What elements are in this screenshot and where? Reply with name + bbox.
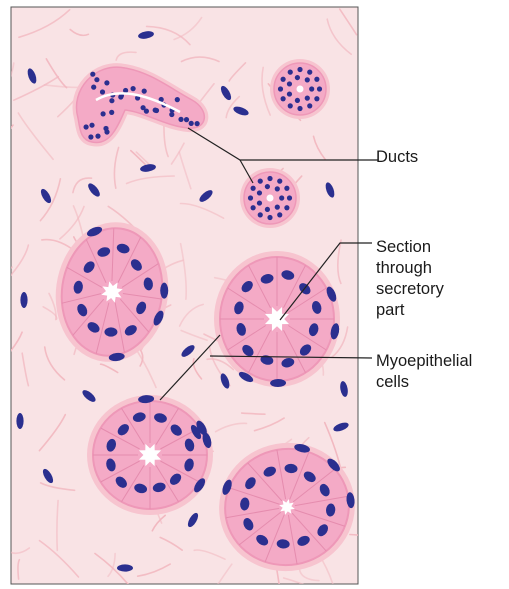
nucleus xyxy=(288,103,293,108)
nucleus xyxy=(265,184,270,189)
stromal-nucleus xyxy=(16,413,23,429)
nucleus xyxy=(288,70,293,75)
nucleus xyxy=(307,70,312,75)
nucleus xyxy=(189,121,194,126)
nucleus xyxy=(287,81,292,86)
nucleus xyxy=(284,205,289,210)
nucleus xyxy=(100,89,105,94)
nucleus xyxy=(287,91,292,96)
nucleus xyxy=(118,94,123,99)
nucleus xyxy=(195,121,200,126)
nucleus xyxy=(297,106,302,111)
nucleus xyxy=(178,117,183,122)
duct-top-right xyxy=(270,59,330,119)
nucleus xyxy=(175,97,180,102)
nucleus xyxy=(297,67,302,72)
nucleus xyxy=(314,96,319,101)
nucleus xyxy=(309,86,314,91)
nucleus xyxy=(275,186,280,191)
nucleus xyxy=(305,96,310,101)
nucleus xyxy=(95,134,100,139)
lumen xyxy=(267,195,274,202)
nucleus xyxy=(89,123,94,128)
fiber xyxy=(0,267,12,290)
nucleus xyxy=(307,103,312,108)
nucleus xyxy=(94,77,99,82)
nucleus xyxy=(84,124,89,129)
nucleus xyxy=(277,212,282,217)
nucleus xyxy=(131,86,136,91)
nucleus xyxy=(101,111,106,116)
nucleus xyxy=(277,179,282,184)
nucleus xyxy=(109,110,114,115)
nucleus xyxy=(314,77,319,82)
nucleus xyxy=(295,98,300,103)
stromal-nucleus xyxy=(117,564,133,571)
nucleus xyxy=(257,190,262,195)
nucleus xyxy=(267,215,272,220)
lumen xyxy=(297,86,304,93)
nucleus xyxy=(104,327,117,336)
nucleus xyxy=(317,86,322,91)
acinus-lower-left xyxy=(87,395,213,515)
acinus-center-right xyxy=(214,251,340,387)
nucleus xyxy=(281,77,286,82)
nucleus xyxy=(184,117,189,122)
nucleus xyxy=(144,109,149,114)
nucleus xyxy=(281,96,286,101)
stromal-nucleus xyxy=(20,292,27,308)
nucleus xyxy=(169,112,174,117)
nucleus xyxy=(154,108,159,113)
nucleus xyxy=(103,126,108,131)
myoepithelial-nucleus xyxy=(160,283,168,299)
nucleus xyxy=(284,186,289,191)
nucleus xyxy=(275,205,280,210)
nucleus xyxy=(88,134,93,139)
secretory-part-label: Section through secretory part xyxy=(376,237,496,321)
nucleus xyxy=(248,195,253,200)
nucleus xyxy=(251,205,256,210)
nucleus xyxy=(142,89,147,94)
nucleus xyxy=(109,98,114,103)
nucleus xyxy=(295,75,300,80)
nucleus xyxy=(90,72,95,77)
nucleus xyxy=(265,207,270,212)
nucleus xyxy=(257,200,262,205)
nucleus xyxy=(258,212,263,217)
myoepithelial-cells-label: Myoepithelial cells xyxy=(376,351,506,393)
nucleus xyxy=(305,77,310,82)
nucleus xyxy=(278,86,283,91)
nucleus xyxy=(91,85,96,90)
nucleus xyxy=(251,186,256,191)
nucleus xyxy=(279,195,284,200)
nucleus xyxy=(287,195,292,200)
ducts-label: Ducts xyxy=(376,147,418,168)
nucleus xyxy=(267,176,272,181)
nucleus xyxy=(258,179,263,184)
nucleus xyxy=(104,80,109,85)
